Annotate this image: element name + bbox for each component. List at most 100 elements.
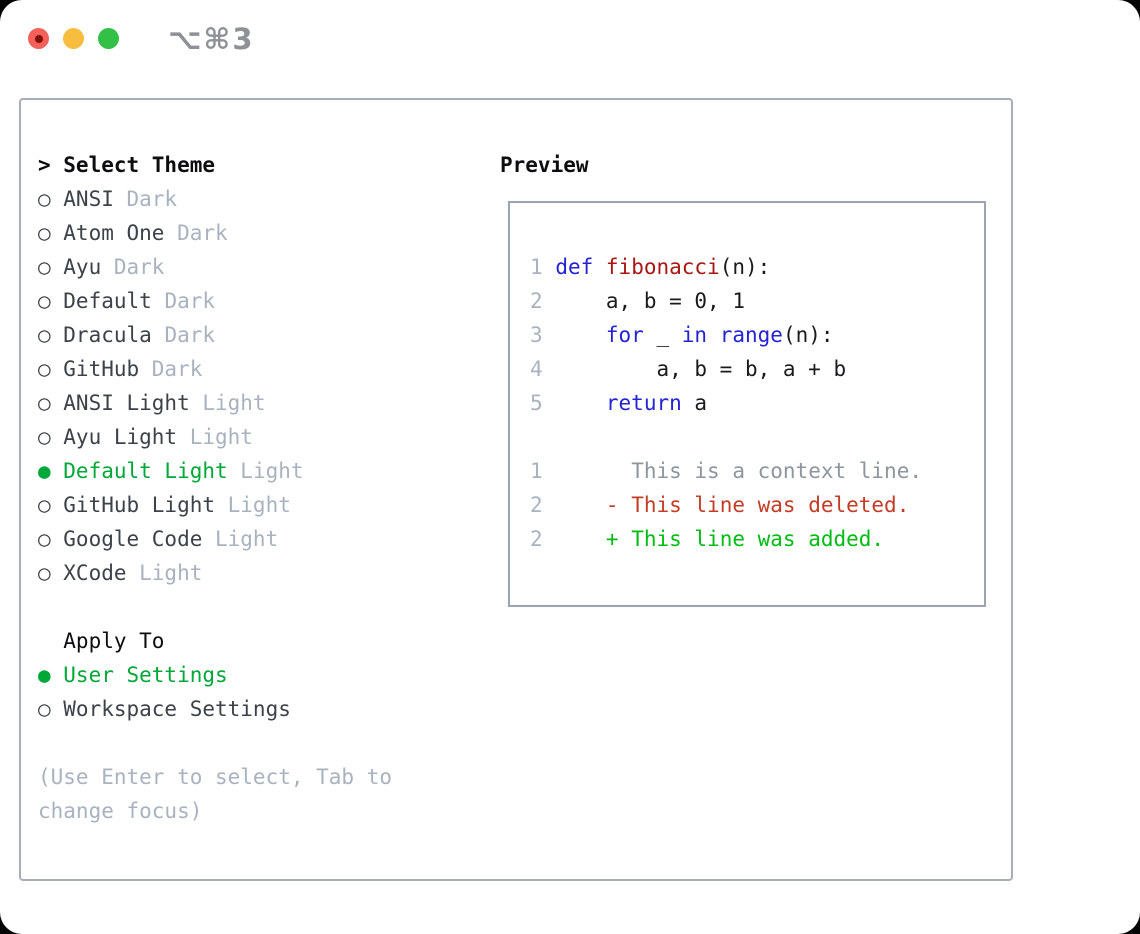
line-number: 4 xyxy=(530,357,543,381)
theme-name: ANSI Light xyxy=(63,391,190,415)
theme-option-github[interactable]: ○GitHub Dark xyxy=(38,352,392,386)
code-token xyxy=(593,255,606,279)
code-token: return xyxy=(605,391,682,415)
code-token xyxy=(555,323,606,347)
theme-option-ayu[interactable]: ○Ayu Dark xyxy=(38,250,392,284)
line-number: 2 xyxy=(530,493,543,517)
theme-variant: Light xyxy=(177,425,253,449)
code-line: 5 return a xyxy=(530,386,984,420)
radio-unselected-icon: ○ xyxy=(38,357,51,381)
line-number: 1 xyxy=(530,459,543,483)
theme-option-github-light[interactable]: ○ GitHub Light Light xyxy=(38,488,392,522)
code-token: a xyxy=(681,391,708,415)
radio-selected-icon: ● xyxy=(38,459,51,483)
diff-line-deleted: 2 - This line was deleted. xyxy=(530,488,984,522)
radio-unselected-icon: ○ xyxy=(38,221,51,245)
close-button[interactable] xyxy=(28,28,49,49)
line-number: 2 xyxy=(530,527,543,551)
apply-option-label: User Settings xyxy=(63,663,228,687)
diff-text: This is a context line. xyxy=(631,459,922,483)
theme-variant: Dark xyxy=(164,221,228,245)
code-token: fibonacci xyxy=(605,255,720,279)
theme-option-default-light[interactable]: ●Default Light Light xyxy=(38,454,392,488)
theme-variant: Light xyxy=(189,391,266,415)
code-token: for xyxy=(605,323,644,347)
radio-unselected-icon: ○ xyxy=(38,187,51,211)
select-theme-header-label: Select Theme xyxy=(63,153,215,177)
theme-name: GitHub xyxy=(63,357,140,381)
diff-text: This line was deleted. xyxy=(631,493,910,517)
theme-variant: Light xyxy=(202,527,279,551)
code-token xyxy=(707,323,720,347)
radio-unselected-icon: ○ xyxy=(38,493,51,517)
theme-list: ○ANSI Dark○Atom One Dark○Ayu Dark○Defaul… xyxy=(38,182,392,590)
theme-name: Dracula xyxy=(63,323,152,347)
zoom-button[interactable] xyxy=(98,28,119,49)
theme-variant: Dark xyxy=(151,323,216,347)
line-number: 2 xyxy=(530,289,543,313)
line-number: 1 xyxy=(530,255,543,279)
theme-option-google-code[interactable]: ○ Google Code Light xyxy=(38,522,392,556)
code-token: def xyxy=(555,255,594,279)
diff-preview: 1 This is a context line.2 - This line w… xyxy=(530,454,984,556)
apply-to-list: ● User Settings ○Workspace Settings xyxy=(38,658,392,726)
code-token: a, b = 0, 1 xyxy=(555,289,745,313)
theme-variant: Dark xyxy=(101,255,165,279)
theme-name: XCode xyxy=(63,561,127,585)
code-token: a, b = b, a + b xyxy=(555,357,847,381)
diff-line-context: 1 This is a context line. xyxy=(530,454,984,488)
radio-unselected-icon: ○ xyxy=(38,527,51,551)
theme-option-atom-one[interactable]: ○ Atom One Dark xyxy=(38,216,392,250)
radio-selected-icon: ● xyxy=(38,663,51,687)
apply-to-header: Apply To xyxy=(63,629,165,653)
code-token: (n): xyxy=(719,255,771,279)
window-title: ⌥⌘3 xyxy=(168,22,255,56)
theme-variant: Dark xyxy=(113,187,178,211)
code-token: _ xyxy=(643,323,682,347)
code-token: in xyxy=(681,323,708,347)
theme-name: Atom One xyxy=(63,221,165,245)
theme-name: ANSI xyxy=(63,187,114,211)
code-token: (n): xyxy=(782,323,834,347)
theme-option-ayu-light[interactable]: ○ Ayu Light Light xyxy=(38,420,392,454)
code-token: range xyxy=(719,323,783,347)
theme-name: Default xyxy=(63,289,152,313)
theme-name: GitHub Light xyxy=(63,493,215,517)
theme-option-xcode[interactable]: ○XCode Light xyxy=(38,556,392,590)
radio-unselected-icon: ○ xyxy=(38,425,51,449)
theme-option-ansi-light[interactable]: ○ ANSI Light Light xyxy=(38,386,392,420)
theme-variant: Light xyxy=(215,493,291,517)
code-line: 4 a, b = b, a + b xyxy=(530,352,984,386)
code-token xyxy=(555,391,606,415)
theme-name: Ayu xyxy=(63,255,102,279)
theme-option-ansi[interactable]: ○ ANSI Dark xyxy=(38,182,392,216)
apply-option-workspace-settings[interactable]: ○Workspace Settings xyxy=(38,692,392,726)
spacer xyxy=(38,726,392,760)
radio-unselected-icon: ○ xyxy=(38,391,51,415)
theme-option-default[interactable]: ○Default Dark xyxy=(38,284,392,318)
traffic-lights xyxy=(28,28,119,49)
theme-name: Ayu Light xyxy=(63,425,178,449)
radio-unselected-icon: ○ xyxy=(38,323,51,347)
diff-marker-context xyxy=(606,459,619,483)
radio-unselected-icon: ○ xyxy=(38,697,51,721)
selection-caret-icon: > xyxy=(38,153,51,177)
theme-option-dracula[interactable]: ○ Dracula Dark xyxy=(38,318,392,352)
radio-unselected-icon: ○ xyxy=(38,289,51,313)
code-line: 1 def fibonacci(n): xyxy=(530,250,984,284)
minimize-button[interactable] xyxy=(63,28,84,49)
apply-option-user-settings[interactable]: ● User Settings xyxy=(38,658,392,692)
diff-marker-deleted: - xyxy=(605,493,619,517)
line-number: 5 xyxy=(530,391,543,415)
diff-line-added: 2 + This line was added. xyxy=(530,522,984,556)
select-theme-header: > Select Theme xyxy=(38,148,392,182)
diff-marker-added: + xyxy=(605,527,619,551)
theme-selector-column: >Select Theme ○ANSI Dark○Atom One Dark○A… xyxy=(38,148,392,828)
theme-variant: Light xyxy=(227,459,304,483)
code-line: 3 for _ in range(n): xyxy=(530,318,984,352)
theme-name: Google Code xyxy=(63,527,203,551)
